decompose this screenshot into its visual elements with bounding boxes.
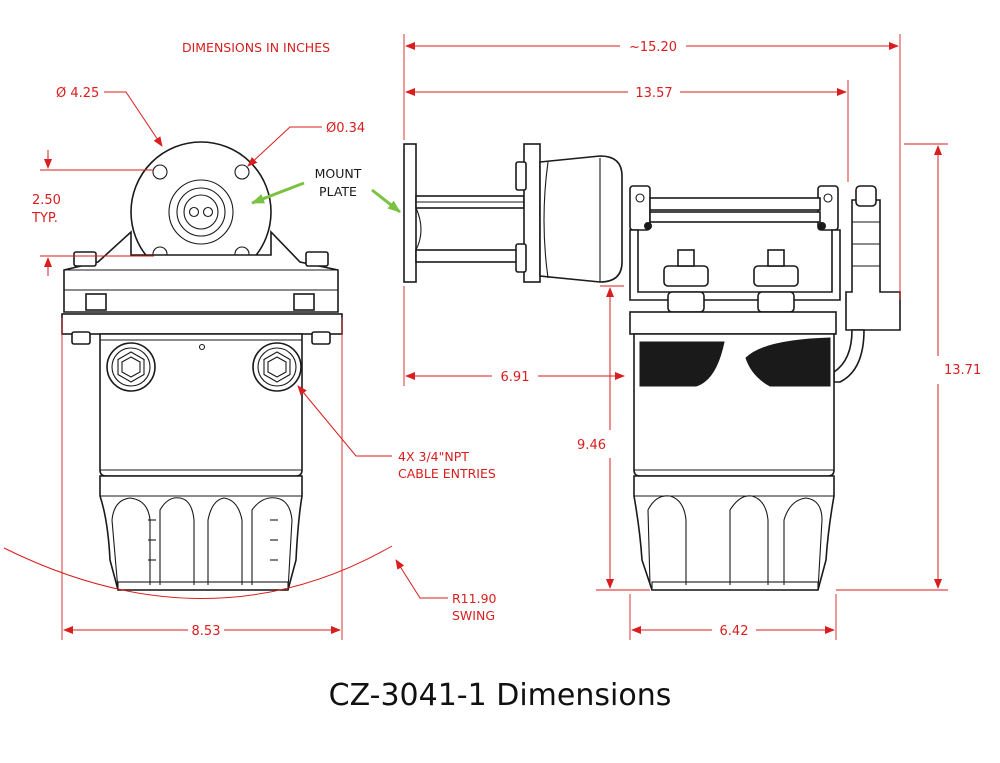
dim-bolt-spacing: 2.50 xyxy=(32,193,61,208)
cable-entry-right xyxy=(252,342,302,392)
front-hub-mid xyxy=(176,187,226,237)
dimension-lines xyxy=(3,34,948,640)
dim-bracket-length: 13.57 xyxy=(635,86,672,101)
front-lens-housing xyxy=(99,475,303,591)
callout-swing: SWING xyxy=(452,608,495,623)
callout-swing-radius: R11.90 xyxy=(452,591,497,606)
callout-mount-plate: MOUNT xyxy=(315,166,362,181)
front-top-plate xyxy=(61,313,343,335)
side-lens-housing xyxy=(633,475,835,591)
cable-entry-left xyxy=(106,342,156,392)
side-cable-pipe xyxy=(845,199,901,331)
drawing-title: CZ-3041-1 Dimensions xyxy=(329,678,672,713)
callout-cable-entries: 4X 3/4"NPT xyxy=(398,449,469,464)
callout-mount-plate-2: PLATE xyxy=(319,184,357,199)
front-flange-hole xyxy=(234,164,250,180)
side-mount-plate xyxy=(403,143,417,283)
callout-cable-entries-2: CABLE ENTRIES xyxy=(398,466,496,481)
units-note: DIMENSIONS IN INCHES xyxy=(182,40,330,55)
front-hub-inner xyxy=(183,194,219,230)
dim-offset: 6.91 xyxy=(501,370,530,385)
side-motor xyxy=(539,155,623,283)
dim-overall-height: 13.71 xyxy=(944,363,981,378)
dim-overall-length: ~15.20 xyxy=(629,40,677,55)
dim-side-width: 6.42 xyxy=(720,624,749,639)
dim-front-width: 8.53 xyxy=(192,624,221,639)
front-hub-pin xyxy=(188,206,200,218)
front-hub-pin xyxy=(202,206,214,218)
dim-hole-diameter: Ø0.34 xyxy=(326,121,365,136)
dim-flange-diameter: Ø 4.25 xyxy=(56,86,99,101)
front-flange-hole xyxy=(152,164,168,180)
dim-bolt-spacing-typ: TYP. xyxy=(31,211,58,226)
front-view xyxy=(61,141,343,591)
dim-body-height: 9.46 xyxy=(577,438,606,453)
front-yoke xyxy=(63,230,339,313)
front-hub-outer xyxy=(168,179,234,245)
side-view xyxy=(403,143,901,591)
